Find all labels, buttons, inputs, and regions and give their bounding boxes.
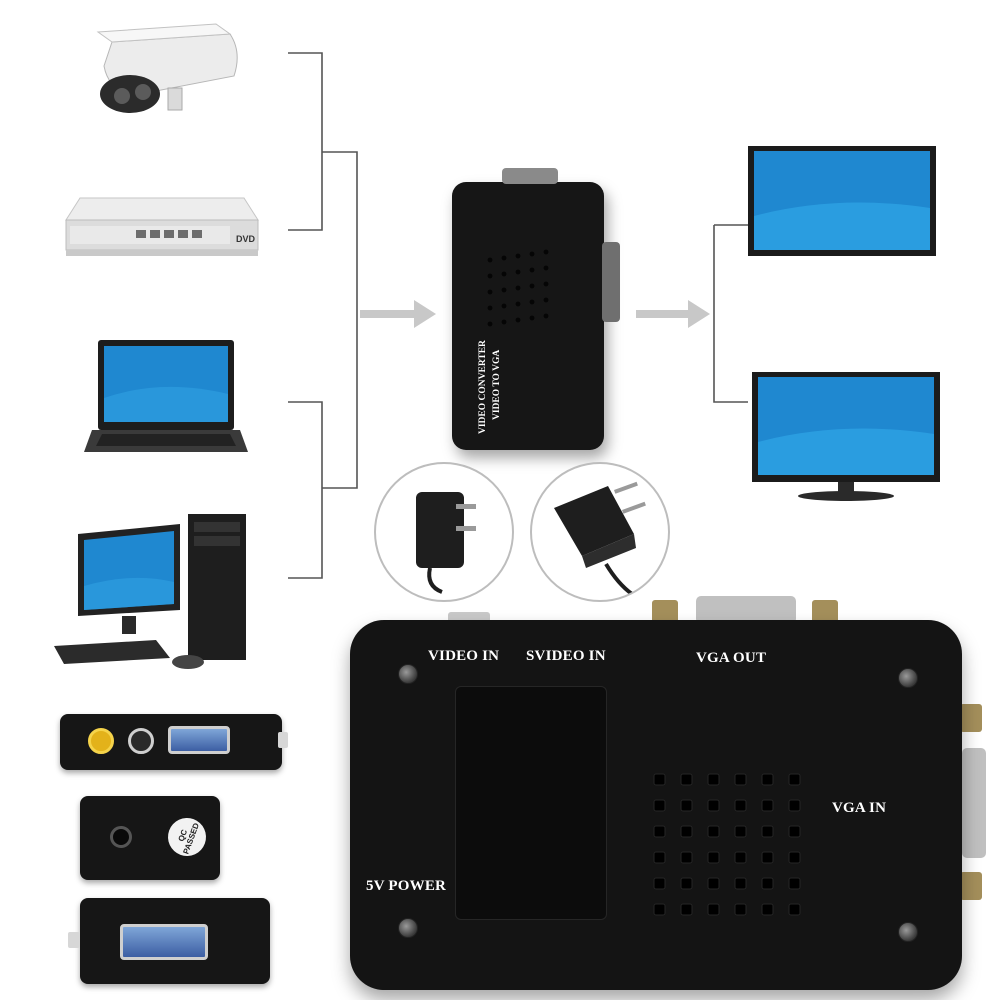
device-front-view [68,898,270,984]
dvd-badge: DVD [236,234,256,244]
dvd-player-image: DVD [60,190,260,265]
svideo-port-icon [128,728,154,754]
input-arrow [360,300,436,328]
power-adapter-eu-icon [554,481,646,596]
desktop-computer-image [52,512,252,674]
side-knob [278,732,288,748]
svideo-in-label: SVIDEO IN [526,648,606,664]
converter-device: VIDEO CONVERTER VIDEO TO VGA [452,168,620,450]
device-back-view [60,714,288,770]
power-adapter-us [374,462,514,602]
converter-vga-side [602,242,620,322]
power-label: 5V POWER [366,878,447,894]
video-in-label: VIDEO IN [428,648,500,664]
rca-video-port-icon [88,728,114,754]
monitor-icon [748,146,936,256]
screw-bottom-left [398,918,418,938]
screw-bottom-right [898,922,918,942]
screw-top-right [898,668,918,688]
converter-vent-grid [487,249,549,327]
output-arrow [636,300,710,328]
power-adapter-eu [530,462,670,602]
dvd-player-icon [65,197,259,256]
desktop-computer-icon [54,514,246,669]
vga-in-label: VGA IN [832,800,887,816]
screw-top-left [398,664,418,684]
security-camera-image [90,22,250,117]
power-adapter-us-icon [416,492,476,594]
vga-port-icon [168,726,230,754]
tv-image [752,372,940,502]
vga-in-side-connector [960,704,986,904]
vga-out-label: VGA OUT [696,650,767,666]
side-knob-left [68,932,80,948]
laptop-icon [84,340,248,452]
label-panel [455,686,607,920]
converter-vga-top [502,168,558,184]
laptop-image [82,338,250,460]
tv-icon [752,372,940,501]
dc-power-port-icon [110,826,132,848]
device-side-view: QC PASSED [80,796,220,880]
security-camera-icon [96,23,238,113]
vga-out-port-icon [120,924,208,960]
monitor-image [748,146,936,258]
